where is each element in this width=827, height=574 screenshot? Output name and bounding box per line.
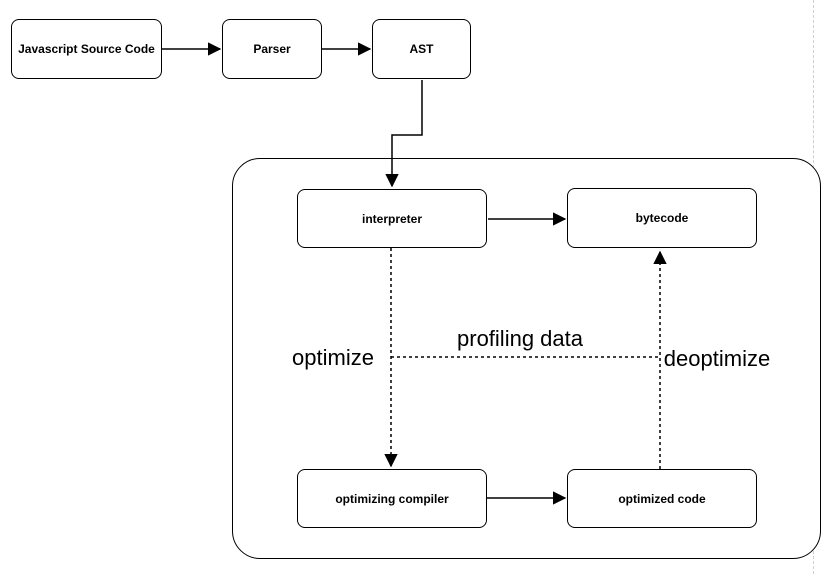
node-interpreter: interpreter: [297, 189, 487, 248]
node-label: Parser: [253, 42, 291, 56]
node-label: bytecode: [635, 211, 689, 225]
node-label: optimized code: [618, 491, 706, 506]
node-javascript-source-code: Javascript Source Code: [11, 19, 162, 79]
node-bytecode: bytecode: [567, 188, 757, 248]
node-ast: AST: [372, 19, 471, 79]
node-optimized-code: optimized code: [567, 469, 757, 528]
node-label: optimizing compiler: [335, 491, 449, 506]
node-label: interpreter: [361, 211, 423, 226]
edge-label-deoptimize: deoptimize: [663, 346, 771, 371]
node-optimizing-compiler: optimizing compiler: [297, 469, 487, 528]
node-parser: Parser: [222, 19, 322, 79]
edge-label-optimize: optimize: [292, 345, 374, 370]
edge-label-profiling-data: profiling data: [457, 326, 583, 351]
node-label: AST: [409, 42, 434, 56]
node-label: Javascript Source Code: [18, 42, 155, 56]
